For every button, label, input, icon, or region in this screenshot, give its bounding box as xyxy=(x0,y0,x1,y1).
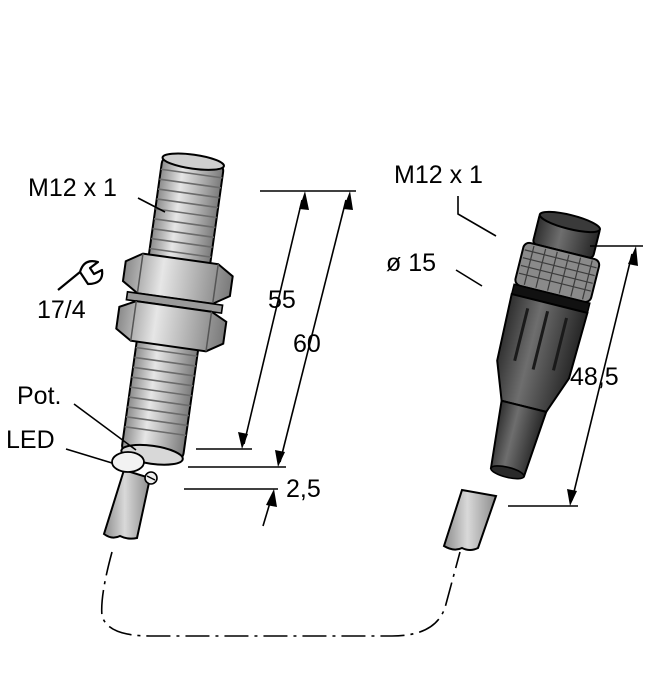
wrench-size-label: 17/4 xyxy=(37,296,86,324)
dimension-48-5-label: 48,5 xyxy=(570,363,619,391)
sensor-nut-lower xyxy=(115,300,228,353)
sensor-thread-label: M12 x 1 xyxy=(28,174,117,202)
dimension-2-5-label: 2,5 xyxy=(286,475,321,503)
connector-leader-lines xyxy=(455,196,497,287)
sensor-nut-upper xyxy=(121,252,234,305)
cable-link-dashdot xyxy=(100,551,461,637)
sensor-leader-lines xyxy=(65,197,166,464)
connector-thread-label: M12 x 1 xyxy=(394,161,483,189)
sensor-body xyxy=(102,152,234,540)
wrench-icon xyxy=(57,260,104,291)
dimension-60-label: 60 xyxy=(293,330,321,358)
connector-cable xyxy=(442,488,498,551)
sensor-led xyxy=(111,451,145,473)
dimension-arrowheads xyxy=(238,191,638,507)
led-label: LED xyxy=(6,426,55,454)
connector-diameter-label: ø 15 xyxy=(386,249,436,277)
pot-label: Pot. xyxy=(17,382,61,410)
connector-body xyxy=(442,210,602,551)
dimension-lines xyxy=(184,190,643,527)
sensor-cable xyxy=(102,468,152,540)
dimension-55-label: 55 xyxy=(268,286,296,314)
